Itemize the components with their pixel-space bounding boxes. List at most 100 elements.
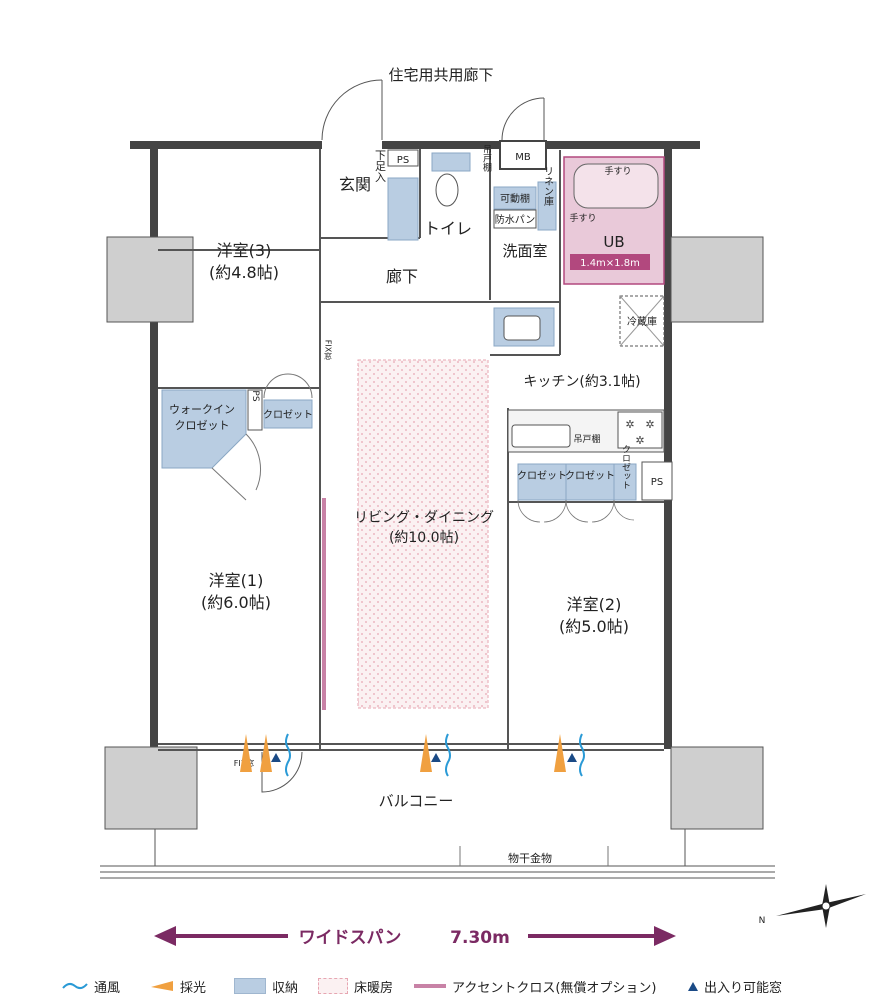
north-label: N	[759, 916, 766, 926]
ub-size-badge	[570, 254, 650, 270]
legend-floor-heating-label: 床暖房	[354, 980, 394, 996]
room1-name: 洋室(1)	[209, 571, 264, 590]
entrance-door	[321, 79, 383, 141]
legend-ventilation: 通風	[62, 976, 120, 996]
closet-room2-a	[517, 463, 567, 501]
pillars	[104, 236, 764, 830]
legend-ventilation-label: 通風	[94, 980, 121, 996]
ps-label-walkin: PS	[250, 390, 260, 401]
ub-size-label: 1.4m×1.8m	[580, 258, 640, 269]
room2-name: 洋室(2)	[567, 595, 622, 614]
kitchen-sink	[511, 424, 571, 448]
access-window-icons	[271, 753, 577, 762]
shoe-cabinet	[387, 177, 419, 241]
closet-label: クロゼット	[517, 470, 567, 482]
interior-walls	[158, 149, 664, 750]
floor-heating-area	[357, 359, 489, 709]
ps-box-entrance	[387, 149, 419, 167]
burner-icon: ✲	[635, 434, 644, 447]
span-label: ワイドスパン	[299, 928, 402, 948]
legend-storage-label: 収納	[272, 980, 299, 996]
floor-heating-swatch	[318, 978, 348, 994]
accent-swatch	[414, 984, 446, 988]
span-label-bg	[288, 924, 528, 948]
legend-storage: 収納	[234, 976, 298, 996]
waterproof-pan-label: 防水パン	[495, 213, 536, 226]
living-size: (約10.0帖)	[389, 530, 459, 546]
walkin-label-2: クロゼット	[175, 419, 230, 432]
mb-door	[501, 97, 545, 141]
living-label: リビング・ダイニング	[354, 510, 494, 526]
fix-window-side-label: FIX窓	[324, 340, 333, 360]
washroom-label: 洗面室	[502, 242, 547, 260]
walkin-door	[211, 433, 262, 501]
span-value: 7.30m	[450, 928, 510, 948]
movable-shelf-label: 可動棚	[500, 192, 530, 205]
closet-label: クロゼット	[565, 470, 615, 482]
closet-doors-room2	[517, 499, 635, 523]
bathtub	[573, 163, 659, 209]
bath-handrail-top: 手すり	[604, 165, 631, 177]
fridge-label: 冷蔵庫	[627, 315, 657, 328]
toilet-tank	[431, 152, 471, 172]
closet-label-vertical: クロゼット	[620, 444, 631, 489]
shoe-cabinet-label: 下足入	[374, 150, 387, 183]
toilet-shelf-label: 吊戸棚	[481, 144, 492, 172]
burner-icon: ✲	[645, 418, 654, 431]
span-arrow-left	[154, 926, 176, 946]
lighting-icons	[240, 734, 566, 772]
hallway-label: 廊下	[386, 267, 418, 286]
legend-access-window: 出入り可能窓	[688, 976, 782, 996]
ub-label: UB	[603, 233, 624, 251]
toilet-label: トイレ	[424, 219, 472, 238]
ventilation-icons	[285, 733, 585, 777]
bath-handrail-side: 手すり	[569, 212, 596, 224]
linen-label: リネン庫	[542, 166, 554, 207]
legend-accent-cross: アクセントクロス(無償オプション)	[414, 976, 657, 996]
kitchen-label: キッチン(約3.1帖)	[523, 374, 640, 390]
triangle-icon	[688, 981, 698, 991]
compass-icon	[776, 884, 866, 928]
ps-label-entrance: PS	[397, 155, 409, 166]
room3-name: 洋室(3)	[217, 241, 272, 260]
walkin-label-1: ウォークイン	[169, 403, 235, 416]
closet-room1-door	[263, 373, 313, 399]
closet-room2-c	[613, 463, 637, 501]
linen-storage	[537, 181, 557, 231]
storage-swatch	[234, 978, 266, 994]
room3-size: (約4.8帖)	[209, 263, 279, 282]
light-icon	[151, 981, 173, 991]
closet-room1	[263, 399, 313, 429]
closet-room2-b	[565, 463, 615, 501]
accent-cross-wall	[322, 498, 326, 710]
closet-room1-label: クロゼット	[263, 409, 313, 421]
span-arrow-right	[654, 926, 676, 946]
balcony-windows	[158, 743, 664, 751]
stove	[617, 411, 663, 449]
vanity-basin	[503, 315, 541, 341]
balcony-label: バルコニー	[379, 792, 454, 810]
exterior-walls	[130, 141, 700, 749]
legend-access-window-label: 出入り可能窓	[704, 980, 783, 996]
kitchen-shelf-label: 吊戸棚	[573, 433, 600, 445]
legend-lighting-label: 採光	[180, 980, 207, 996]
burner-icon: ✲	[625, 418, 634, 431]
public-corridor-label: 住宅用共用廊下	[388, 66, 493, 84]
laundry-hangers	[459, 846, 609, 866]
ps-box-kitchen	[641, 461, 673, 501]
mb-label: MB	[515, 152, 531, 163]
wave-icon	[62, 982, 88, 990]
balcony-door-room1	[261, 751, 303, 793]
ps-box-walkin	[247, 389, 263, 431]
room1-size: (約6.0帖)	[201, 593, 271, 612]
mb-box	[499, 140, 547, 170]
legend-lighting: 採光	[150, 976, 206, 996]
movable-shelf	[493, 186, 537, 210]
toilet-bowl	[435, 173, 459, 207]
entrance-label: 玄関	[339, 175, 371, 194]
legend-floor-heating: 床暖房	[318, 976, 393, 996]
balcony-railing	[100, 829, 775, 879]
room2-size: (約5.0帖)	[559, 617, 629, 636]
legend-accent-cross-label: アクセントクロス(無償オプション)	[452, 980, 657, 996]
